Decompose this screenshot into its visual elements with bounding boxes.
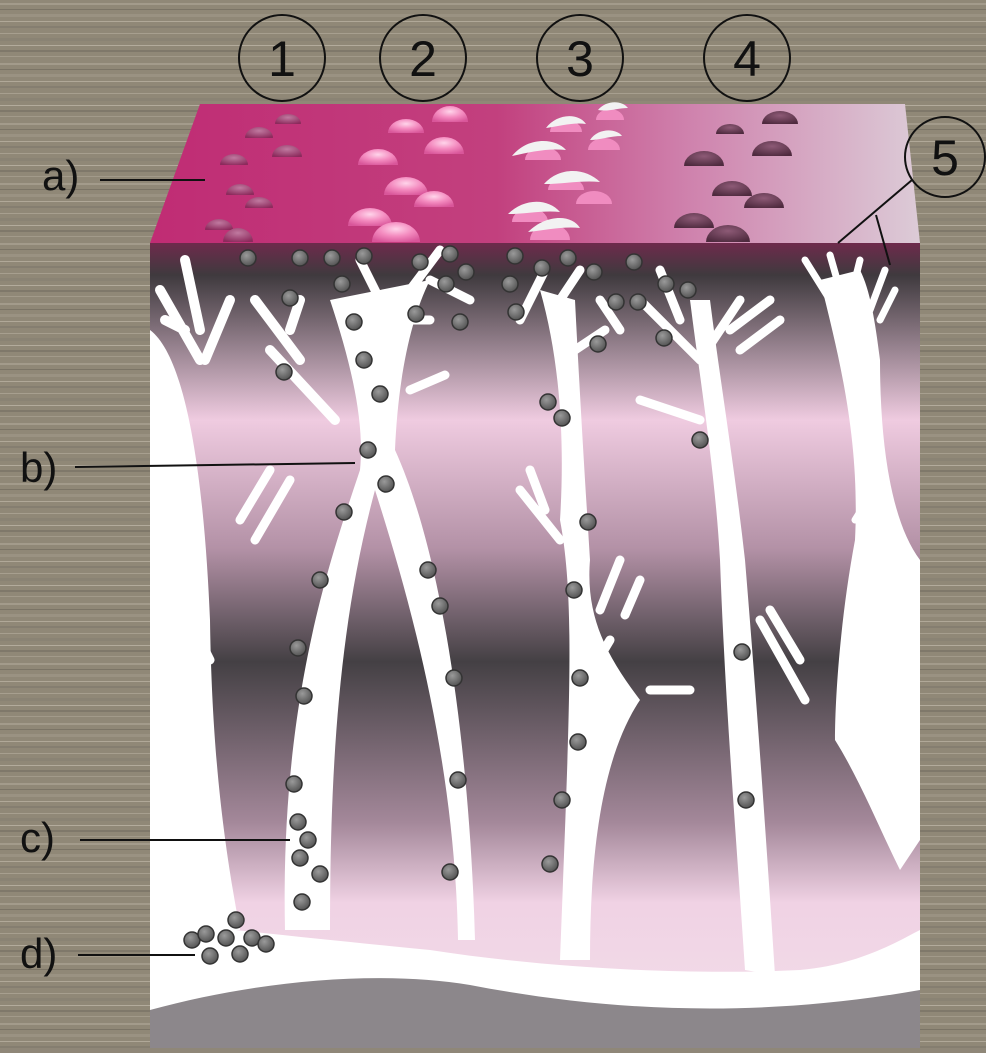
particle xyxy=(626,254,642,270)
particle xyxy=(570,734,586,750)
particle xyxy=(290,814,306,830)
particle xyxy=(356,352,372,368)
particle xyxy=(560,250,576,266)
label-a: a) xyxy=(42,152,79,199)
particle xyxy=(276,364,292,380)
particle xyxy=(290,640,306,656)
label-b: b) xyxy=(20,444,57,491)
particle xyxy=(734,644,750,660)
particle xyxy=(586,264,602,280)
particle xyxy=(334,276,350,292)
particle xyxy=(554,410,570,426)
particle xyxy=(296,688,312,704)
marker-label-5: 5 xyxy=(931,130,959,186)
particle xyxy=(502,276,518,292)
particle xyxy=(446,670,462,686)
particle xyxy=(566,582,582,598)
surface-top-face xyxy=(150,104,920,243)
label-c: c) xyxy=(20,814,55,861)
particle xyxy=(228,912,244,928)
particle xyxy=(452,314,468,330)
particle xyxy=(240,250,256,266)
particle xyxy=(442,864,458,880)
marker-label-4: 4 xyxy=(733,31,761,87)
particle xyxy=(507,248,523,264)
particle xyxy=(572,670,588,686)
label-d: d) xyxy=(20,930,57,977)
particle xyxy=(554,792,570,808)
particle xyxy=(346,314,362,330)
particle xyxy=(356,248,372,264)
marker-label-3: 3 xyxy=(566,31,594,87)
particle xyxy=(412,254,428,270)
marker-label-1: 1 xyxy=(268,31,296,87)
particle xyxy=(442,246,458,262)
particle xyxy=(540,394,556,410)
particle xyxy=(360,442,376,458)
particle xyxy=(658,276,674,292)
particle xyxy=(232,946,248,962)
particle xyxy=(294,894,310,910)
particle xyxy=(372,386,388,402)
particle xyxy=(282,290,298,306)
particle xyxy=(378,476,394,492)
particle xyxy=(218,930,234,946)
particle xyxy=(336,504,352,520)
particle xyxy=(738,792,754,808)
particle xyxy=(534,260,550,276)
particle xyxy=(312,866,328,882)
porous-body xyxy=(150,243,920,1048)
particle xyxy=(692,432,708,448)
particle xyxy=(292,850,308,866)
particle xyxy=(312,572,328,588)
particle xyxy=(408,306,424,322)
particle xyxy=(508,304,524,320)
particle xyxy=(580,514,596,530)
particle xyxy=(590,336,606,352)
particle xyxy=(198,926,214,942)
particle xyxy=(656,330,672,346)
particle xyxy=(292,250,308,266)
particle xyxy=(286,776,302,792)
particle xyxy=(542,856,558,872)
particle xyxy=(458,264,474,280)
particle xyxy=(324,250,340,266)
marker-label-2: 2 xyxy=(409,31,437,87)
particle xyxy=(680,282,696,298)
particle xyxy=(438,276,454,292)
particle xyxy=(420,562,436,578)
particle xyxy=(450,772,466,788)
particle xyxy=(300,832,316,848)
particle xyxy=(608,294,624,310)
particle xyxy=(630,294,646,310)
particle xyxy=(202,948,218,964)
particle xyxy=(258,936,274,952)
particle xyxy=(432,598,448,614)
